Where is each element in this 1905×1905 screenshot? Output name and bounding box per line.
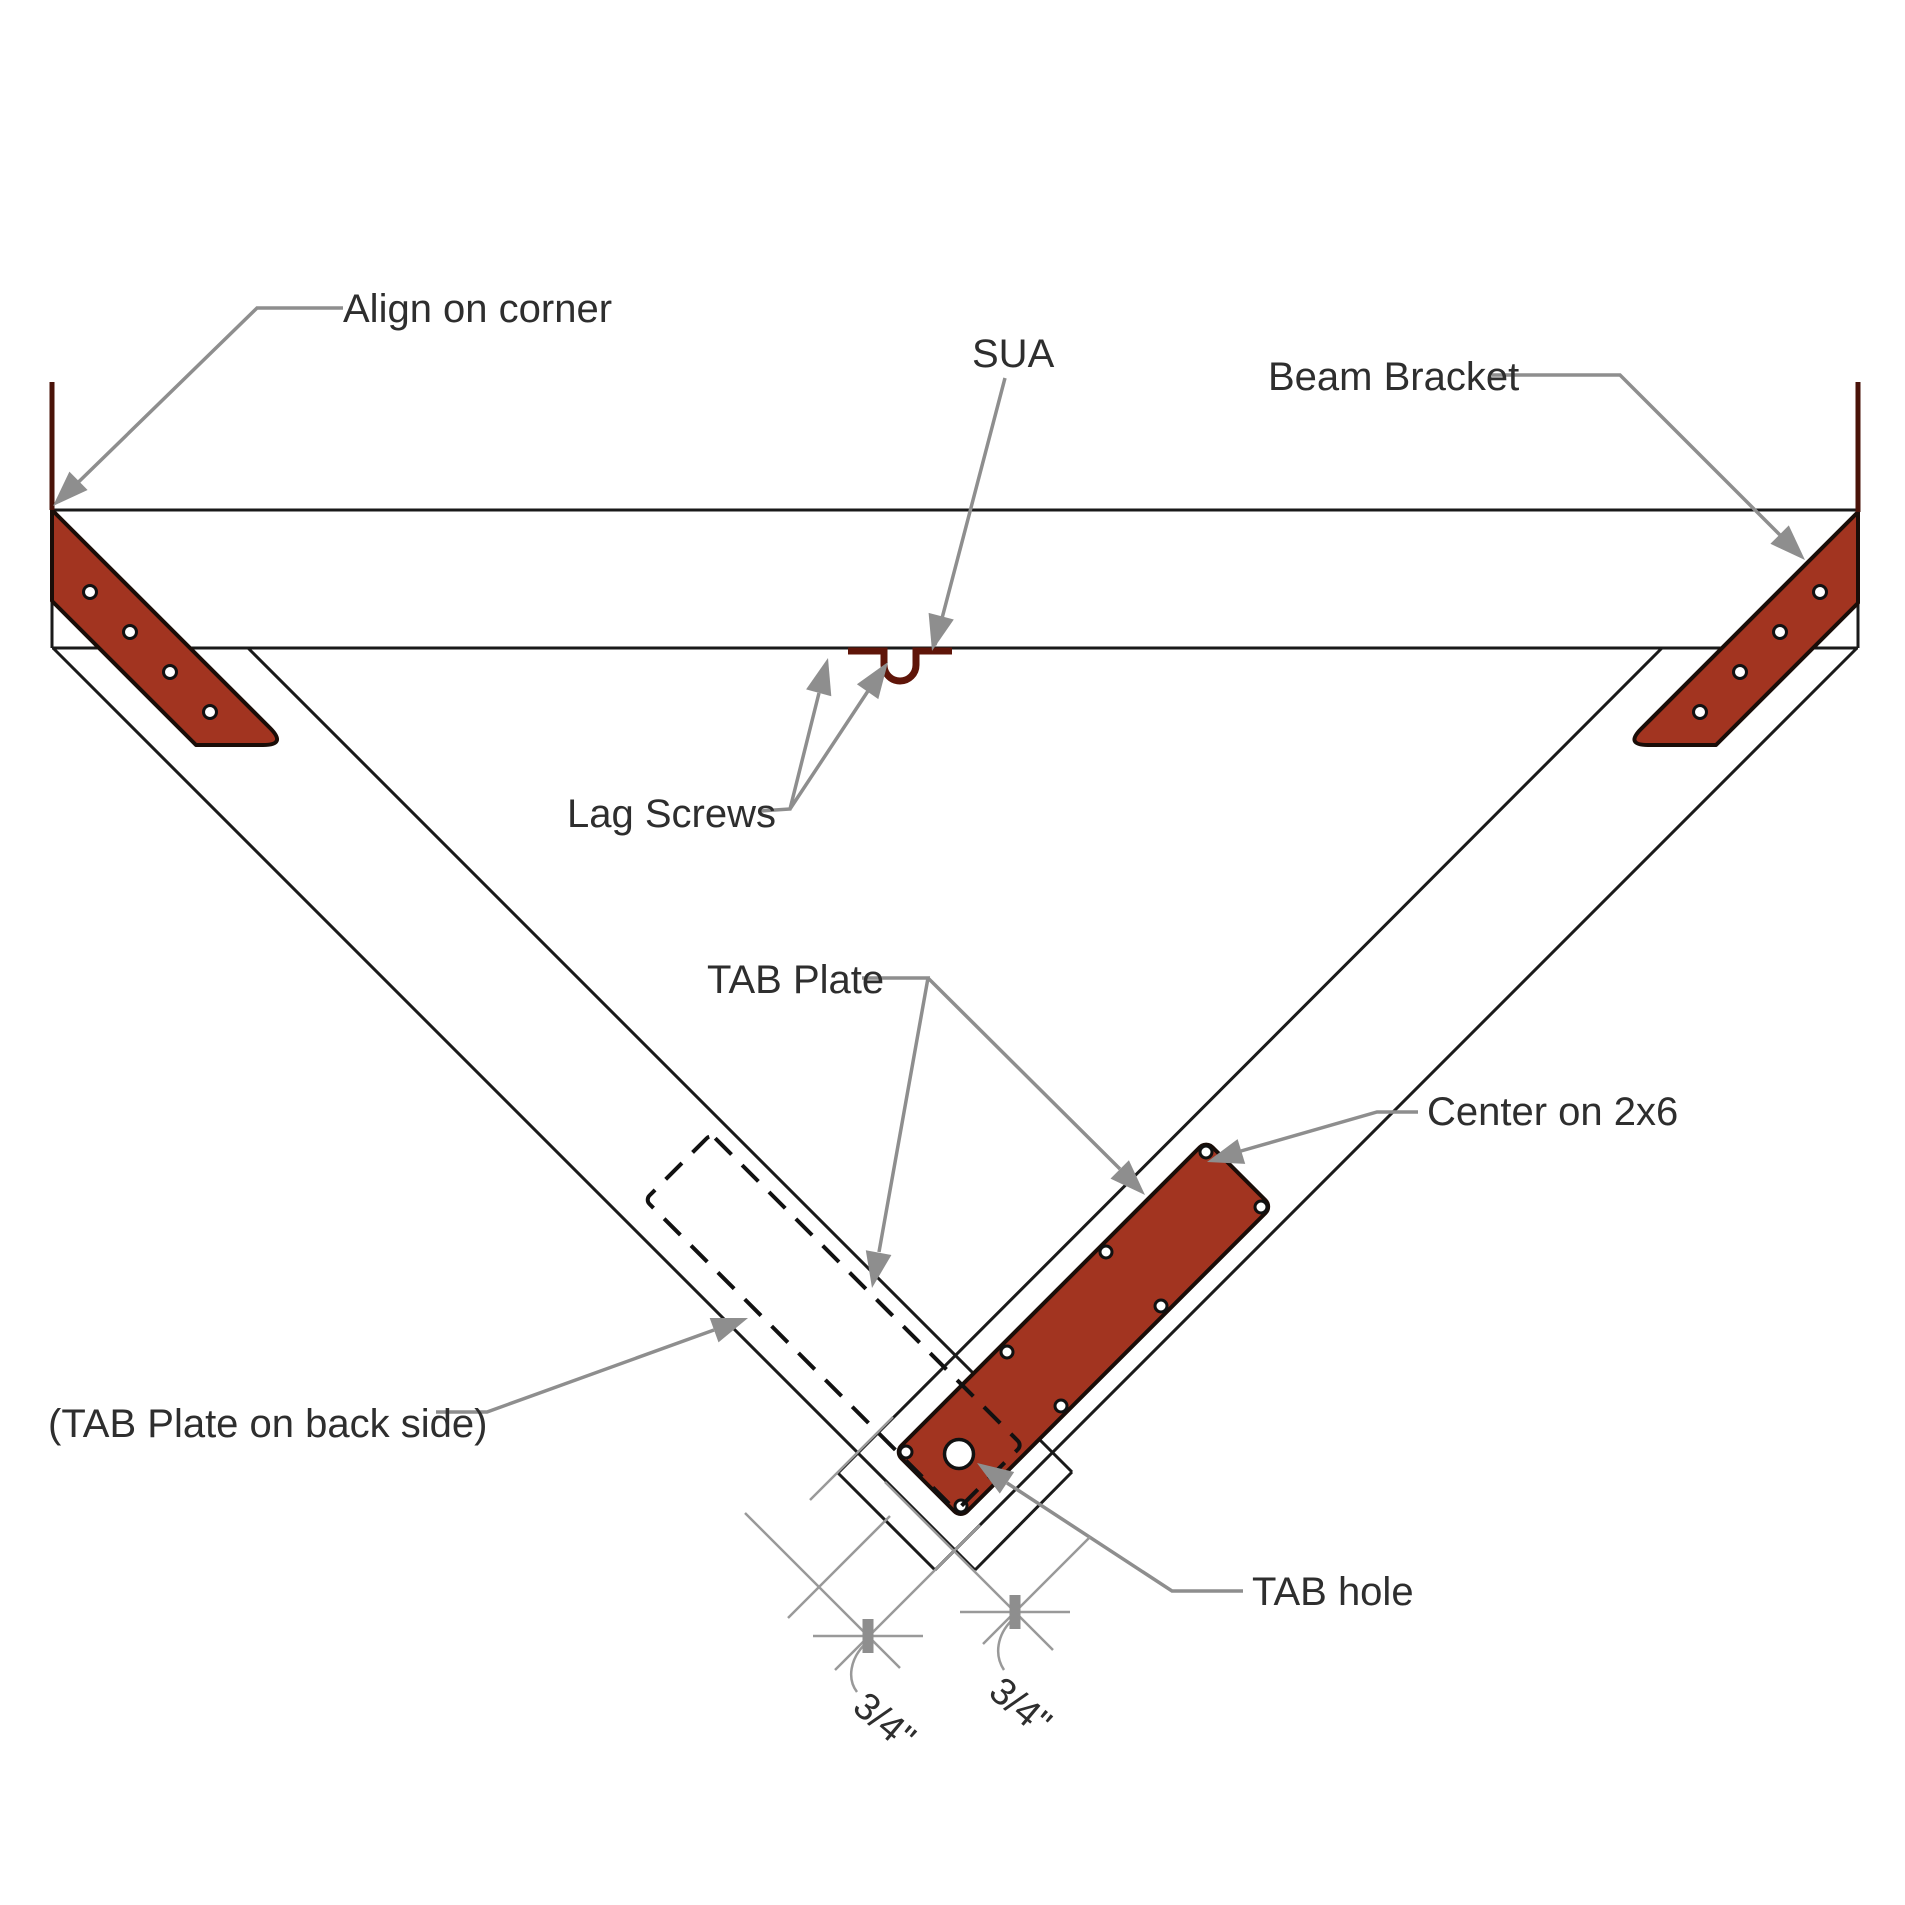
right-2x6-board <box>836 646 1859 1572</box>
tab-plate-body <box>896 1142 1271 1517</box>
right-beam-bracket <box>1632 510 1860 747</box>
screw-hole <box>1098 1244 1114 1260</box>
tab-plate-screw-holes <box>898 1144 1269 1514</box>
arrowhead-center-on-2x6 <box>1207 1139 1246 1164</box>
annotation-arrowheads <box>53 471 1805 1494</box>
screw-hole <box>1053 1398 1069 1414</box>
dimension-ticks <box>862 1595 1021 1653</box>
right-board-outer-edge <box>933 646 1859 1572</box>
leader-center-on-2x6 <box>1240 1110 1418 1153</box>
annotation-leaders <box>56 306 1802 1593</box>
label-beam-bracket: Beam Bracket <box>1268 355 1519 399</box>
screw-hole <box>898 1444 914 1460</box>
tab-plate-front <box>896 1142 1271 1517</box>
leader-tab-hole <box>1006 1481 1243 1593</box>
left-board-inner-edge <box>246 646 1074 1474</box>
screw-hole <box>1732 664 1748 680</box>
screw-hole <box>82 584 98 600</box>
dimension-text-right: 3/4" <box>981 1670 1059 1745</box>
screw-hole <box>1198 1144 1214 1160</box>
screw-hole <box>1692 704 1708 720</box>
arrowhead-lag-screw-right <box>856 662 888 700</box>
extension-line-2 <box>982 1536 1091 1645</box>
screw-hole <box>202 704 218 720</box>
leader-beam-bracket <box>1492 373 1802 557</box>
arrowhead-lag-screw-left <box>806 658 832 697</box>
labels: Align on corner SUA Beam Bracket Lag Scr… <box>48 287 1678 1759</box>
left-beam-bracket <box>50 508 279 747</box>
sua-clip <box>848 647 952 685</box>
beam <box>50 508 1860 650</box>
left-board-outer-edge <box>51 646 977 1572</box>
arrowhead-align-on-corner <box>53 471 88 506</box>
label-tab-plate-back-side: (TAB Plate on back side) <box>48 1402 487 1446</box>
arrowhead-sua <box>928 612 954 651</box>
left-2x6-board <box>51 646 1074 1572</box>
screw-hole <box>122 624 138 640</box>
corner-alignment-ticks <box>49 382 1861 512</box>
screw-hole <box>162 664 178 680</box>
leader-lag-screws <box>759 690 870 813</box>
extension-line-inner <box>809 1416 894 1501</box>
arrowhead-tab-hole <box>977 1463 1015 1494</box>
beam-outline <box>50 508 1860 650</box>
right-board-inner-edge <box>836 646 1664 1475</box>
extension-line-outer <box>834 1524 981 1671</box>
right-board-end-cut <box>836 1471 937 1572</box>
left-bracket-holes <box>82 584 218 720</box>
tab-hole-opening <box>942 1437 976 1471</box>
extension-line-hole-center <box>787 1515 891 1619</box>
screw-hole <box>1253 1199 1269 1215</box>
label-tab-plate: TAB Plate <box>707 958 884 1002</box>
arrowhead-tab-plate-front <box>1110 1160 1145 1195</box>
dimension-line-1 <box>744 1512 901 1669</box>
screw-hole <box>1772 624 1788 640</box>
screw-hole <box>1153 1298 1169 1314</box>
dim-leader-arc-1 <box>849 1643 866 1693</box>
label-align-on-corner: Align on corner <box>343 287 612 331</box>
label-tab-hole: TAB hole <box>1252 1570 1414 1614</box>
dimension-line-2 <box>884 1481 1054 1651</box>
dim-leader-arc-2 <box>996 1619 1013 1671</box>
right-bracket-holes <box>1692 584 1828 720</box>
leader-sua <box>933 377 1007 646</box>
arrowhead-beam-bracket <box>1770 525 1805 560</box>
arrowhead-tab-plate-back-edge <box>865 1250 892 1288</box>
left-bracket-body <box>50 508 279 747</box>
left-board-end-cut <box>973 1470 1074 1572</box>
right-bracket-body <box>1632 510 1860 747</box>
label-lag-screws: Lag Screws <box>567 792 776 836</box>
leader-tab-plate <box>862 976 1122 1253</box>
label-center-on-2x6: Center on 2x6 <box>1427 1090 1678 1134</box>
label-sua: SUA <box>972 332 1055 376</box>
screw-hole <box>999 1344 1015 1360</box>
dimension-text-left: 3/4" <box>845 1685 923 1760</box>
screw-hole <box>1812 584 1828 600</box>
leader-tab-plate-back <box>436 1328 715 1414</box>
leader-align-on-corner <box>56 306 343 504</box>
arrowhead-tab-plate-back <box>709 1318 748 1343</box>
